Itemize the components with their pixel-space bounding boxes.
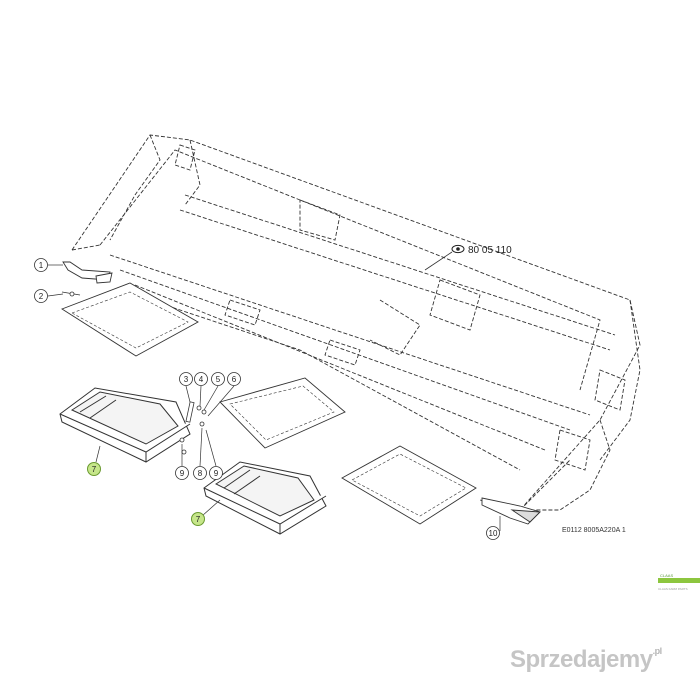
watermark-tld: .pl — [652, 646, 663, 656]
brand-logo-text: CLAAS — [660, 573, 674, 578]
brand-color-bar — [658, 578, 700, 583]
callout-4: 4 — [194, 372, 208, 386]
svg-text:4: 4 — [199, 375, 204, 384]
screws-part-2 — [61, 291, 81, 297]
assembly-reference-number: 80 05 110 — [468, 245, 512, 256]
callout-8: 8 — [193, 466, 207, 480]
callout-2: 2 — [34, 289, 48, 303]
rear-plate-left — [61, 282, 199, 357]
bracket-part-10 — [481, 497, 542, 525]
assembly-reference: 80 05 110 — [424, 244, 512, 271]
svg-text:10: 10 — [489, 529, 498, 538]
svg-text:7: 7 — [92, 465, 97, 474]
callout-10: 10 — [486, 526, 500, 540]
svg-text:7: 7 — [196, 515, 201, 524]
callout-1: 1 — [34, 258, 48, 272]
callout-3: 3 — [179, 372, 193, 386]
callout-6: 6 — [227, 372, 241, 386]
callout-7-left: 7 — [87, 462, 101, 476]
callouts: 1 2 3 4 5 6 7 7 — [34, 258, 500, 540]
callout-9-left: 9 — [175, 466, 189, 480]
watermark-logo: Sprzedajemy.pl — [510, 646, 662, 674]
header-frame — [71, 134, 641, 511]
svg-text:9: 9 — [214, 469, 219, 478]
svg-text:1: 1 — [39, 261, 44, 270]
svg-text:3: 3 — [184, 375, 189, 384]
svg-text:9: 9 — [180, 469, 185, 478]
bracket-part-1 — [62, 261, 113, 284]
tray-part-7-right — [203, 461, 327, 535]
svg-text:6: 6 — [232, 375, 237, 384]
svg-text:8: 8 — [198, 469, 203, 478]
middle-plate — [219, 377, 346, 449]
svg-text:5: 5 — [216, 375, 221, 384]
callout-5: 5 — [211, 372, 225, 386]
svg-text:2: 2 — [39, 292, 44, 301]
watermark-name: Sprzedajemy — [510, 646, 653, 673]
fasteners — [179, 401, 207, 455]
callout-9-right: 9 — [209, 466, 223, 480]
drawing-code: E0112 8005A220A 1 — [562, 527, 626, 534]
brand-subtitle: CLAAS FARM PARTS — [658, 587, 688, 591]
front-plate-right — [341, 445, 477, 525]
callout-7-right: 7 — [191, 512, 205, 526]
tray-part-7-left — [59, 387, 191, 463]
leader-lines — [47, 264, 501, 531]
